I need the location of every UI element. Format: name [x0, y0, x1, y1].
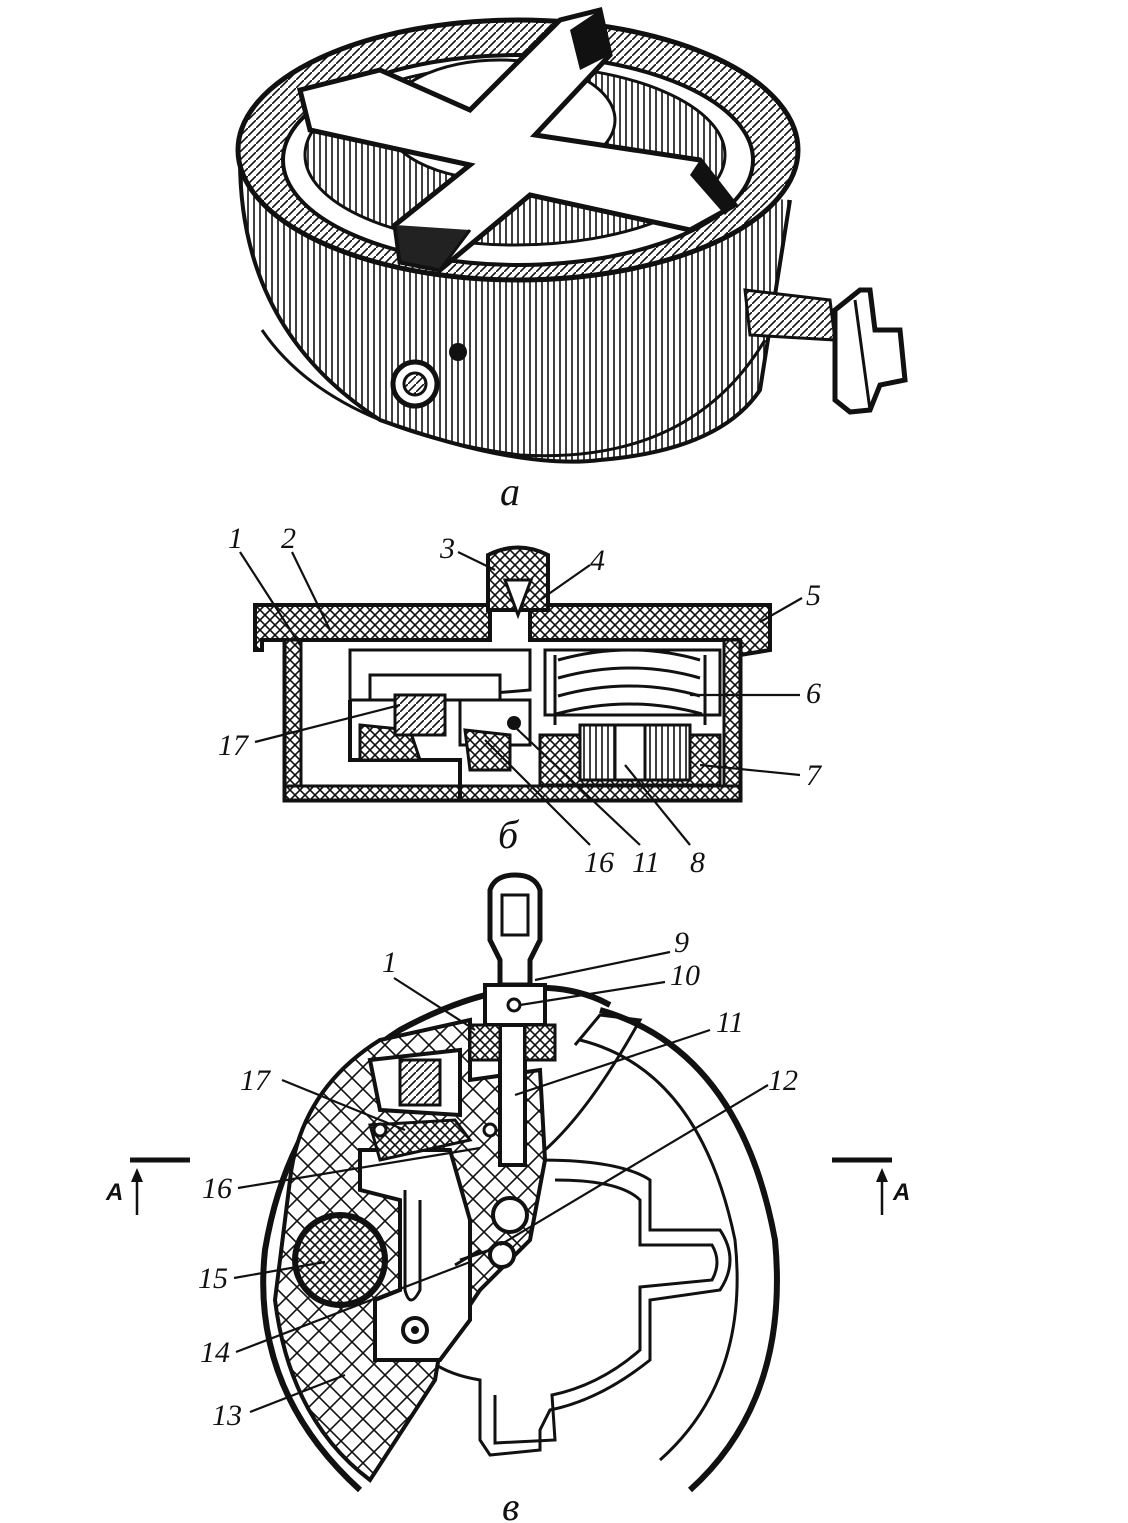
view-v-plan	[260, 872, 780, 1493]
callout-b-7: 7	[806, 759, 823, 792]
callout-b-16: 16	[584, 846, 614, 879]
callout-v-14: 14	[200, 1336, 230, 1369]
leader-b-17	[254, 703, 401, 744]
leader-v-15	[233, 1260, 326, 1280]
caption-b: б	[498, 812, 520, 857]
leader-v-16	[237, 1146, 481, 1190]
callout-b-2: 2	[281, 522, 296, 555]
leader-b-2	[291, 551, 331, 631]
callout-v-9: 9	[674, 926, 689, 959]
callout-v-17: 17	[240, 1064, 272, 1097]
callout-b-6: 6	[806, 677, 821, 710]
view-a-perspective	[235, 6, 908, 464]
callout-v-16: 16	[202, 1172, 232, 1205]
callouts-v: 9 10 1 11 17 12 16 15 14 13	[198, 926, 798, 1432]
leader-b-3	[457, 551, 496, 571]
leader-b-7	[699, 763, 801, 777]
leader-b-4	[539, 564, 591, 601]
view-b-section	[253, 545, 772, 803]
leader-v-13	[249, 1373, 346, 1414]
leader-v-12	[499, 1084, 769, 1246]
callout-v-12: 12	[768, 1064, 798, 1097]
section-mark-left: A	[105, 1157, 190, 1215]
section-mark-right: A	[832, 1157, 910, 1215]
leader-v-10	[519, 980, 666, 1007]
leader-v-11	[514, 1028, 711, 1097]
leader-b-1	[239, 551, 301, 646]
caption-a: а	[500, 469, 520, 514]
leader-b-8	[624, 764, 691, 846]
leader-v-9	[534, 950, 671, 982]
leader-v-14	[235, 1260, 471, 1354]
section-letter-right: A	[892, 1179, 910, 1206]
callout-v-15: 15	[198, 1262, 228, 1295]
section-letter-left: A	[105, 1179, 123, 1206]
callout-v-13: 13	[212, 1399, 242, 1432]
callout-b-17: 17	[218, 729, 250, 762]
callout-v-11: 11	[716, 1006, 744, 1039]
callout-b-5: 5	[806, 579, 821, 612]
leader-b-5	[759, 597, 803, 623]
callout-b-1: 1	[228, 522, 243, 555]
leader-b-11	[515, 727, 641, 846]
callout-v-1: 1	[382, 946, 397, 979]
callout-v-10: 10	[670, 959, 700, 992]
caption-v: в	[502, 1484, 519, 1523]
leader-b-16	[484, 739, 591, 846]
callout-b-8: 8	[690, 846, 705, 879]
callout-b-3: 3	[439, 532, 455, 565]
callout-b-11: 11	[632, 846, 660, 879]
leader-v-17	[281, 1078, 406, 1132]
callouts-b: 1 2 3 4 5 6 17 7 16 11 8	[218, 522, 823, 879]
callout-b-4: 4	[590, 544, 605, 577]
leader-v-1	[393, 977, 476, 1031]
